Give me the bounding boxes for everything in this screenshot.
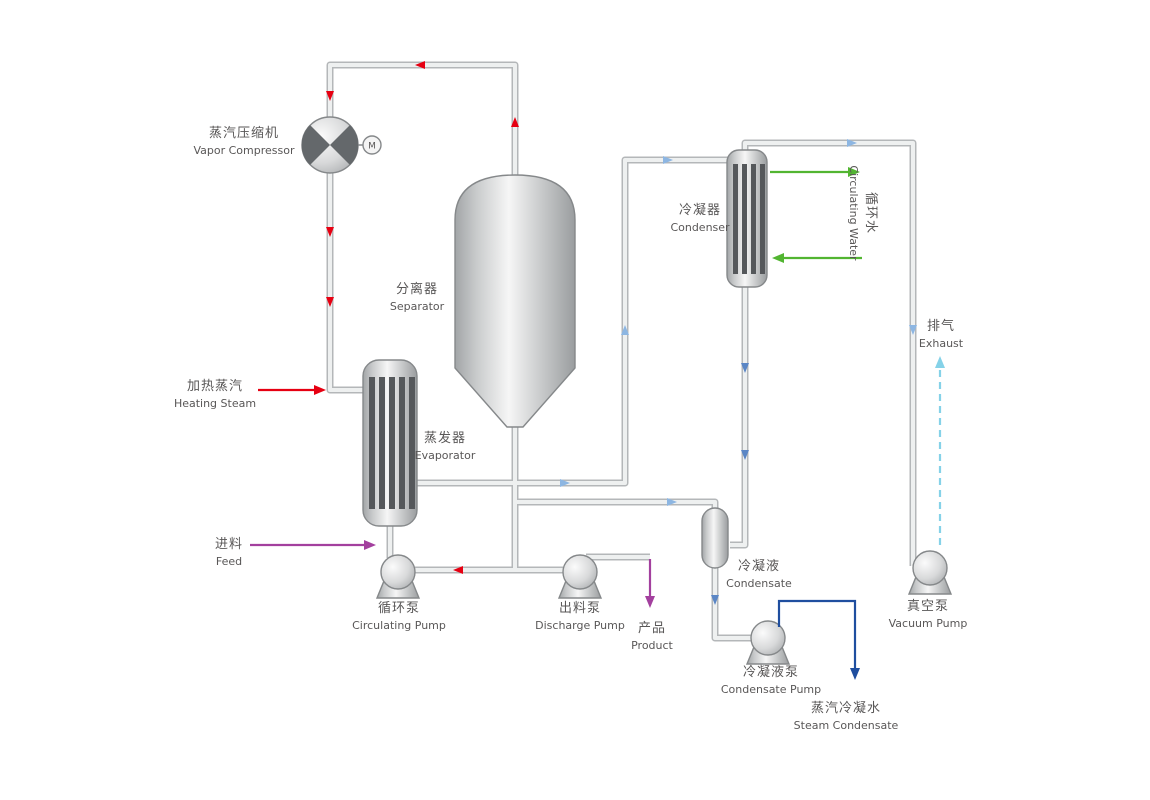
label-en: Vacuum Pump <box>888 617 968 631</box>
label-zh: 分离器 <box>395 282 438 297</box>
evaporator-exchanger <box>362 359 418 527</box>
label-zh: 循环泵 <box>377 601 420 616</box>
vapor-compressor-symbol: M <box>301 116 382 174</box>
vapor-flow-arrows <box>326 61 519 574</box>
label-discharge-pump: 出料泵 Discharge Pump <box>500 601 660 633</box>
label-vapor-compressor: 蒸汽压缩机 Vapor Compressor <box>164 126 324 158</box>
label-zh: 排气 <box>926 319 955 334</box>
label-steam-condensate: 蒸汽冷凝水 Steam Condensate <box>766 701 926 733</box>
label-en: Steam Condensate <box>793 719 899 733</box>
label-evaporator: 蒸发器 Evaporator <box>365 431 525 463</box>
label-en: Exhaust <box>918 337 964 351</box>
label-feed: 进料 Feed <box>149 537 309 569</box>
separator-vessel <box>454 174 576 428</box>
label-zh: 进料 <box>214 537 243 552</box>
label-heating-steam: 加热蒸汽 Heating Steam <box>135 379 295 411</box>
condensate-flow-arrows <box>711 363 749 605</box>
label-en: Discharge Pump <box>535 619 625 633</box>
label-product: 产品 Product <box>572 621 732 653</box>
circulating-pump-symbol <box>376 554 420 599</box>
cooling-water-in-arrow <box>772 253 862 263</box>
label-vacuum-pump: 真空泵 Vacuum Pump <box>848 599 1008 631</box>
label-circulating-water: 循环水 Circulating Water <box>846 143 878 283</box>
pipe-network <box>330 65 913 638</box>
label-zh: 加热蒸汽 <box>186 379 243 394</box>
label-en: Heating Steam <box>173 397 257 411</box>
evaporator-tube-bundle <box>369 377 415 509</box>
label-en: Condenser <box>670 221 730 235</box>
label-zh: 真空泵 <box>906 599 949 614</box>
svg-text:M: M <box>368 142 376 152</box>
label-condenser: 冷凝器 Condenser <box>620 203 780 235</box>
condenser-exchanger <box>726 149 768 288</box>
label-zh: 冷凝器 <box>678 203 721 218</box>
label-zh: 蒸汽冷凝水 <box>810 701 881 716</box>
label-circulating-pump: 循环泵 Circulating Pump <box>319 601 479 633</box>
label-en: Condensate <box>726 577 792 591</box>
condensate-pump-symbol <box>746 620 790 665</box>
label-zh: 出料泵 <box>558 601 601 616</box>
motor-icon: M <box>362 135 382 155</box>
cooling-water-out-arrow <box>770 167 860 177</box>
condensate-tank <box>701 507 729 569</box>
label-en: Feed <box>215 555 243 569</box>
label-en: Vapor Compressor <box>193 144 295 158</box>
label-en: Product <box>631 639 673 653</box>
label-zh: 蒸汽压缩机 <box>208 126 279 141</box>
label-en: Circulating Water <box>846 165 860 261</box>
label-separator: 分离器 Separator <box>337 282 497 314</box>
label-zh: 蒸发器 <box>423 431 466 446</box>
label-en: Condensate Pump <box>720 683 822 697</box>
discharge-pump-symbol <box>558 554 602 599</box>
label-en: Separator <box>389 300 445 314</box>
exhaust-arrow <box>935 356 945 545</box>
feed-arrow <box>250 540 376 550</box>
heating-steam-arrow <box>258 385 326 395</box>
condenser-tube-bundle <box>733 164 765 274</box>
label-condensate: 冷凝液 Condensate <box>679 559 839 591</box>
label-zh: 冷凝液 <box>737 559 780 574</box>
label-condensate-pump: 冷凝液泵 Condensate Pump <box>691 665 851 697</box>
vent-flow-arrows <box>560 139 917 506</box>
label-zh: 冷凝液泵 <box>742 665 799 680</box>
product-arrow <box>645 559 655 608</box>
label-zh: 循环水 <box>863 191 878 234</box>
steam-condensate-line <box>777 599 860 680</box>
label-zh: 产品 <box>637 621 666 636</box>
label-en: Circulating Pump <box>352 619 446 633</box>
label-en: Evaporator <box>414 449 476 463</box>
label-exhaust: 排气 Exhaust <box>861 319 1021 351</box>
